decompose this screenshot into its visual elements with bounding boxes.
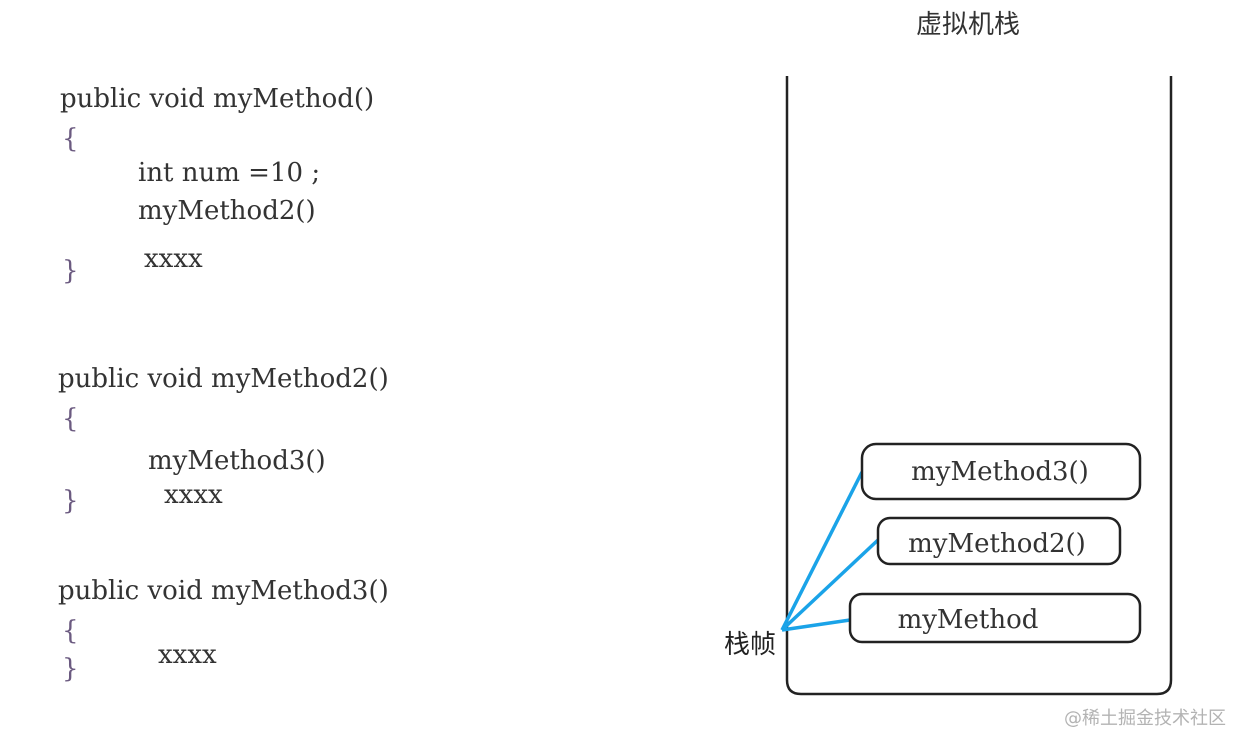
method1-line-3: xxxx bbox=[144, 244, 203, 274]
stack-container bbox=[785, 76, 1173, 696]
stack-frame-3-label: myMethod bbox=[898, 605, 1039, 635]
stack-frame-1-label: myMethod3() bbox=[911, 457, 1089, 487]
connector-line-frame-2 bbox=[780, 538, 880, 632]
method3-close-brace: } bbox=[62, 654, 79, 684]
method2-signature: public void myMethod2() bbox=[58, 364, 389, 394]
method2-open-brace: { bbox=[62, 404, 79, 434]
method3-signature: public void myMethod3() bbox=[58, 576, 389, 606]
method2-line-2: xxxx bbox=[164, 480, 223, 510]
connector-line-frame-1 bbox=[780, 471, 864, 631]
method2-close-brace: } bbox=[62, 486, 79, 516]
method2-line-1: myMethod3() bbox=[148, 446, 326, 476]
method1-line-1: int num =10 ; bbox=[138, 158, 321, 188]
stack-frame-3-box bbox=[848, 592, 1142, 644]
stack-frame-3: myMethod bbox=[848, 592, 1142, 644]
stack-frame-2: myMethod2() bbox=[876, 516, 1122, 566]
method1-open-brace: { bbox=[62, 124, 79, 154]
connector-line-frame-3 bbox=[781, 618, 851, 632]
method1-close-brace: } bbox=[62, 256, 79, 286]
stack-frame-label: 栈帧 bbox=[724, 630, 777, 660]
stack-frame-2-label: myMethod2() bbox=[908, 529, 1086, 559]
stack-frame-2-box bbox=[876, 516, 1122, 566]
method1-line-2: myMethod2() bbox=[138, 196, 316, 226]
stack-frame-1-box bbox=[860, 442, 1142, 501]
method3-line-1: xxxx bbox=[158, 640, 217, 670]
method1-signature: public void myMethod() bbox=[60, 84, 375, 114]
stack-title: 虚拟机栈 bbox=[916, 10, 1021, 40]
stack-frame-1: myMethod3() bbox=[860, 442, 1142, 501]
watermark: @稀土掘金技术社区 bbox=[1064, 708, 1226, 729]
method3-open-brace: { bbox=[62, 616, 79, 646]
